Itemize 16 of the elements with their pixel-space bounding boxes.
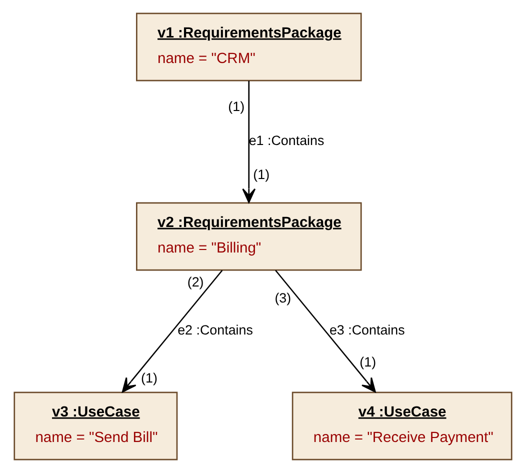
- edge-label: e1 :Contains: [248, 133, 324, 148]
- edge-label: e2 :Contains: [177, 322, 252, 338]
- node-box: v4 :UseCase name = "Receive Payment": [291, 392, 512, 460]
- label: (1): [140, 370, 157, 386]
- edge-label: e3 :Contains: [328, 322, 404, 338]
- node-box: v3 :UseCase name = "Send Bill": [13, 392, 178, 460]
- arrow: [242, 80, 256, 204]
- label: (1): [252, 166, 270, 182]
- node-box: v2 :RequirementsPackage name = "Billing": [136, 202, 362, 271]
- label: (3): [274, 290, 291, 306]
- arrow: [121, 270, 222, 393]
- label: (1): [359, 354, 376, 370]
- arrow: [274, 270, 376, 393]
- label: (2): [186, 274, 204, 290]
- node-box: v1 :RequirementsPackage name = "CRM": [136, 12, 362, 82]
- label: (1): [228, 99, 244, 114]
